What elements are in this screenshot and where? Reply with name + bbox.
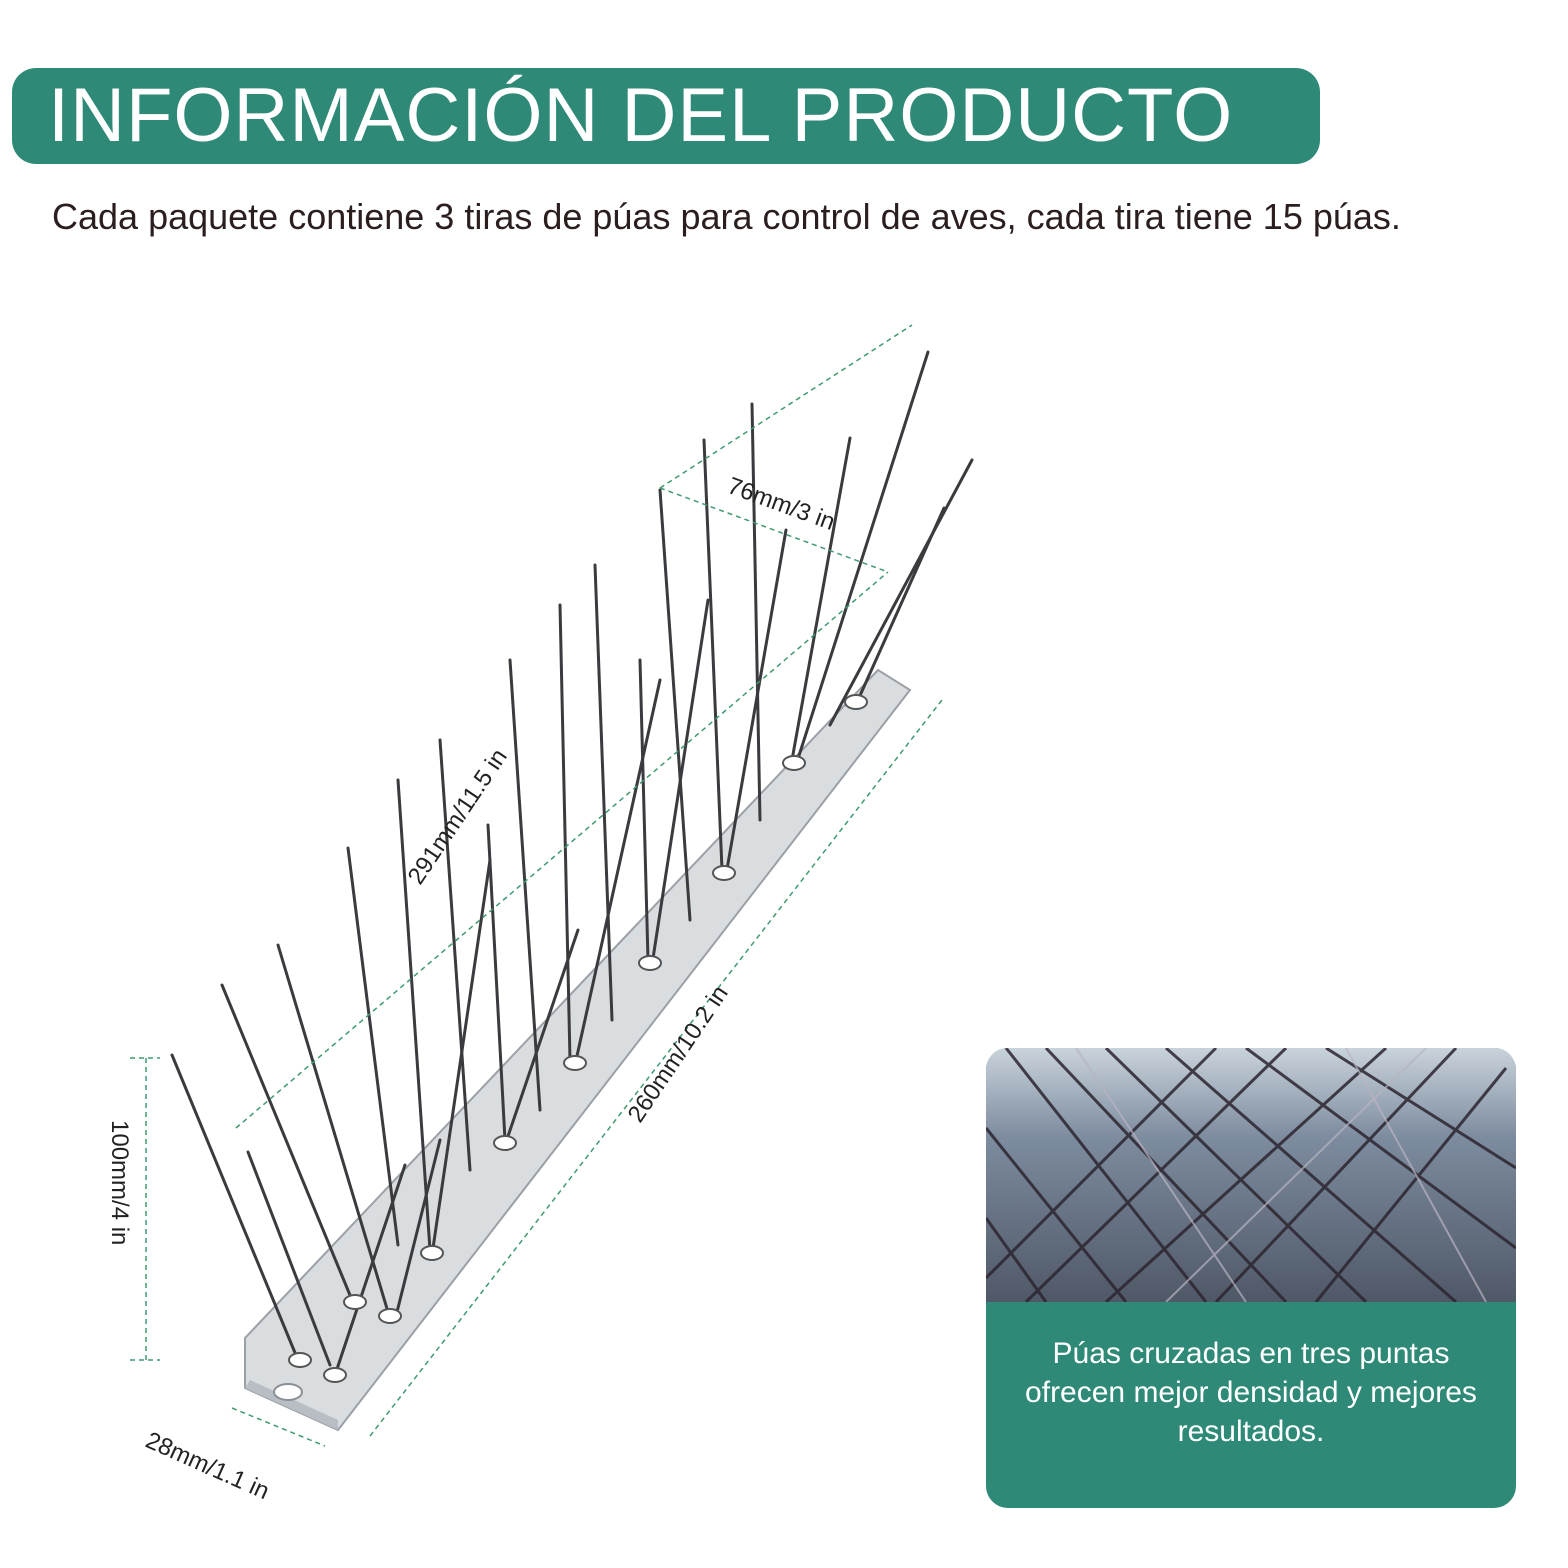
dimension-guides bbox=[130, 324, 943, 1447]
spike-base-edge bbox=[245, 1380, 338, 1430]
crossed-spikes-photo bbox=[986, 1048, 1516, 1302]
spike-rivets bbox=[288, 694, 868, 1383]
spike-wires bbox=[170, 350, 974, 1377]
product-diagram: 76mm/3 in 291mm/11.5 in 260mm/10.2 in 10… bbox=[106, 324, 974, 1505]
info-line: ofrecen mejor densidad y mejores bbox=[1025, 1376, 1477, 1409]
dimension-base-width: 28mm/1.1 in bbox=[142, 1427, 274, 1505]
info-description: Púas cruzadas en tres puntas ofrecen mej… bbox=[986, 1334, 1516, 1451]
dimension-height: 100mm/4 in bbox=[106, 1120, 133, 1245]
title-banner: INFORMACIÓN DEL PRODUCTO bbox=[12, 68, 1320, 164]
dimension-spike-gap: 76mm/3 in bbox=[724, 472, 839, 536]
info-card: Púas cruzadas en tres puntas ofrecen mej… bbox=[986, 1048, 1516, 1508]
product-subtitle: Cada paquete contiene 3 tiras de púas pa… bbox=[52, 196, 1401, 237]
mounting-hole bbox=[273, 1383, 303, 1401]
dimension-total-length: 291mm/11.5 in bbox=[403, 744, 513, 889]
page-title: INFORMACIÓN DEL PRODUCTO bbox=[48, 73, 1234, 158]
info-line: Púas cruzadas en tres puntas bbox=[1052, 1337, 1450, 1370]
info-line: resultados. bbox=[1177, 1415, 1325, 1448]
